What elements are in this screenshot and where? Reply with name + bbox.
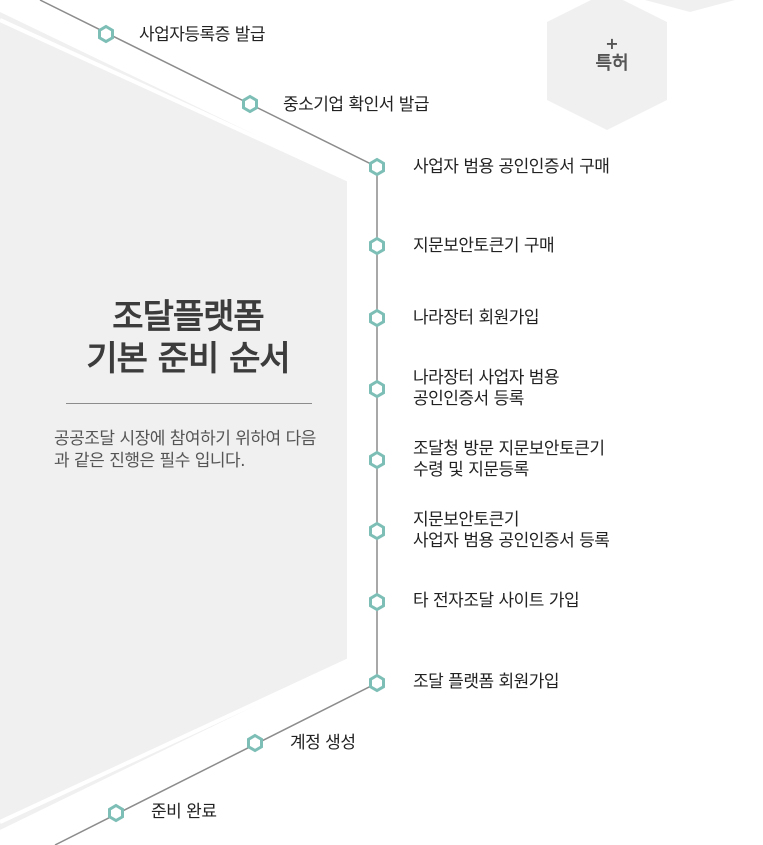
- step-label: 사업자등록증 발급: [139, 25, 266, 46]
- step-marker-icon: [108, 803, 124, 823]
- step-marker-icon: [369, 236, 385, 256]
- step-marker-icon: [247, 733, 263, 753]
- step-marker-icon: [98, 24, 114, 44]
- step-label-line: 준비 완료: [151, 802, 217, 822]
- step-marker-icon: [369, 450, 385, 470]
- main-title: 조달플랫폼 기본 준비 순서: [40, 296, 336, 380]
- step-label: 사업자 범용 공인인증서 구매: [413, 157, 610, 178]
- step-marker-icon: [369, 379, 385, 399]
- step-label: 계정 생성: [290, 733, 356, 754]
- step-label-line: 사업자등록증 발급: [139, 25, 266, 45]
- description: 공공조달 시장에 참여하기 위하여 다음과 같은 진행은 필수 입니다.: [54, 429, 316, 471]
- patent-label: 특허: [595, 53, 629, 74]
- title-divider: [66, 403, 312, 404]
- panel-inner-edge: [0, 18, 351, 824]
- step-marker-icon: [369, 592, 385, 612]
- step-label: 타 전자조달 사이트 가입: [413, 591, 580, 612]
- step-marker-icon: [242, 94, 258, 114]
- step-label-line: 조달 플랫폼 회원가입: [413, 672, 560, 692]
- main-title-line-2: 기본 준비 순서: [86, 339, 290, 379]
- step-label-line: 나라장터 사업자 범용: [413, 368, 560, 388]
- step-label: 중소기업 확인서 발급: [283, 95, 430, 116]
- step-label-line: 공인인증서 등록: [413, 389, 524, 409]
- step-marker-icon: [369, 308, 385, 328]
- step-label: 준비 완료: [151, 802, 217, 823]
- step-label-line: 타 전자조달 사이트 가입: [413, 591, 580, 611]
- step-markers: [98, 24, 385, 823]
- step-label-line: 중소기업 확인서 발급: [283, 95, 430, 115]
- step-label-line: 사업자 범용 공인인증서 등록: [413, 531, 610, 551]
- step-label-line: 수령 및 지문등록: [413, 460, 529, 480]
- patent-badge: + 특허: [576, 36, 648, 76]
- plus-icon: +: [605, 34, 619, 53]
- patent-hexagon: [547, 0, 667, 130]
- step-marker-icon: [369, 521, 385, 541]
- main-title-line-1: 조달플랫폼: [112, 297, 264, 337]
- step-label-line: 지문보안토큰기: [413, 510, 519, 530]
- step-label-line: 나라장터 회원가입: [413, 308, 540, 328]
- step-marker-icon: [369, 673, 385, 693]
- timeline-path: [39, 0, 378, 845]
- step-label: 나라장터 회원가입: [413, 308, 540, 329]
- step-label-line: 조달청 방문 지문보안토큰기: [413, 439, 605, 459]
- step-label: 조달 플랫폼 회원가입: [413, 672, 560, 693]
- step-label: 지문보안토큰기 구매: [413, 236, 555, 257]
- step-label-line: 사업자 범용 공인인증서 구매: [413, 157, 610, 177]
- step-label-line: 계정 생성: [290, 733, 356, 753]
- hexagon-panel: [0, 12, 349, 830]
- step-label-line: 지문보안토큰기 구매: [413, 236, 555, 256]
- patent-hexagon-corner: [645, 0, 735, 12]
- step-marker-icon: [369, 157, 385, 177]
